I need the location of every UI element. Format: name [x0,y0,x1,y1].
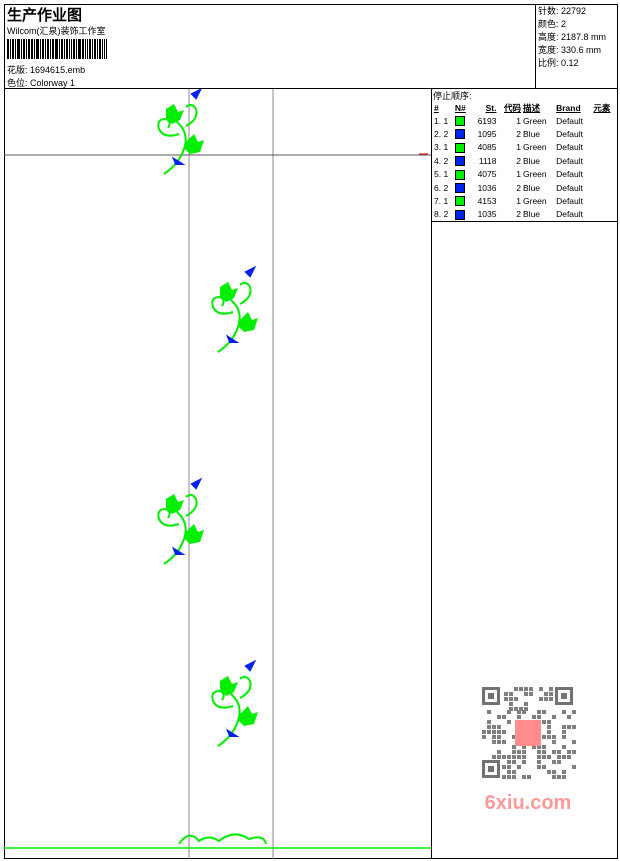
page-frame [4,4,618,859]
motif-1 [157,89,205,175]
row-num: 8. 2 [434,209,449,220]
color-swatch [454,154,471,167]
color-swatch [454,181,471,194]
row-code: 2 [516,209,522,220]
stats-box: 针数: 22792 颜色: 2 高度: 2187.8 mm 宽度: 330.6 … [535,4,618,88]
row-num: 2. 2 [434,129,449,140]
stat-width: 宽度: 330.6 mm [538,45,602,55]
row-stitches: 1118 [478,155,497,166]
col-desc-header: 描述 [523,102,541,113]
row-num: 1. 1 [434,115,449,126]
colorway-value: Colorway 1 [30,78,76,88]
row-stitches: 4153 [477,196,497,207]
row-stitches: 4085 [477,142,497,153]
row-stitches: 4075 [477,169,497,180]
design-preview [4,89,431,859]
motif-4 [211,661,259,747]
row-stitches: 1035 [477,209,497,220]
stat-scale: 比例: 0.12 [538,58,579,68]
motif-3 [157,479,205,565]
col-stitches-header: St. [485,102,497,113]
row-desc: Green [523,142,547,153]
barcode [7,39,143,59]
colorway: 色位: Colorway 1 [7,76,75,89]
row-num: 4. 2 [434,155,449,166]
row-code: 1 [516,169,522,180]
color-swatch [454,168,471,181]
row-desc: Green [523,115,547,126]
motif-2 [211,267,259,353]
design-canvas [4,89,432,859]
row-num: 5. 1 [434,169,449,180]
col-code-header: 代码 [504,102,522,113]
stat-colors: 颜色: 2 [538,19,567,29]
row-brand: Default [556,196,584,207]
col-brand-header: Brand [556,102,581,113]
color-swatch [454,194,471,207]
row-desc: Blue [523,155,541,166]
row-desc: Blue [523,182,541,193]
company-name: Wilcom(汇泉)装饰工作室 [7,26,106,36]
row-code: 1 [516,142,522,153]
stat-height: 高度: 2187.8 mm [538,32,607,42]
color-swatch [454,141,471,154]
header: 生产作业图 Wilcom(汇泉)装饰工作室 花版: 1694615.emb 色位… [4,4,618,89]
design-file: 花版: 1694615.emb [7,63,85,76]
colorway-label: 色位: [7,78,28,88]
row-brand: Default [556,169,584,180]
design-file-label: 花版: [7,65,28,75]
design-file-value: 1694615.emb [30,65,86,75]
col-num-header: # [434,102,439,113]
row-desc: Green [523,196,547,207]
stop-sequence-title: 停止顺序: [433,91,472,101]
row-brand: Default [556,115,584,126]
color-swatch [454,114,471,127]
watermark-qr: 6xiu.com [470,680,586,815]
row-num: 6. 2 [434,182,449,193]
row-num: 7. 1 [434,196,449,207]
col-needle-header: N# [454,102,466,113]
row-desc: Blue [523,209,541,220]
row-desc: Blue [523,129,541,140]
row-brand: Default [556,209,584,220]
qr-code-icon [480,685,576,780]
row-desc: Green [523,169,547,180]
color-swatch [454,208,471,221]
border-motif [178,833,267,845]
row-num: 3. 1 [434,142,449,153]
row-code: 2 [516,129,522,140]
row-code: 2 [516,155,522,166]
row-code: 2 [516,182,522,193]
row-brand: Default [556,182,584,193]
row-stitches: 1095 [477,129,497,140]
stat-stitches: 针数: 22792 [538,6,587,16]
row-code: 1 [516,196,522,207]
row-stitches: 1036 [477,182,497,193]
row-brand: Default [556,142,584,153]
row-brand: Default [556,155,584,166]
watermark-text: 6xiu.com [484,792,572,814]
col-element-header: 元素 [593,102,611,113]
row-stitches: 6193 [477,115,497,126]
color-swatch [454,127,471,140]
row-brand: Default [556,129,584,140]
row-code: 1 [516,115,522,126]
page-title: 生产作业图 [7,7,83,24]
